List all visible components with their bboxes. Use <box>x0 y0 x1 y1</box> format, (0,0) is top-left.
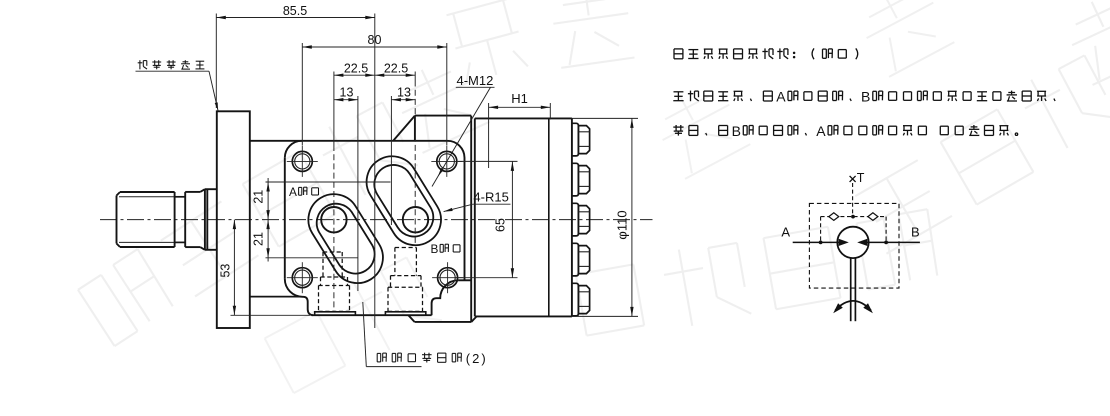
svg-text:): ) <box>481 351 485 366</box>
svg-text:B: B <box>861 89 870 105</box>
svg-text:2: 2 <box>472 351 479 366</box>
svg-text:22.5: 22.5 <box>344 61 368 75</box>
svg-text:H1: H1 <box>511 91 528 106</box>
svg-text:21: 21 <box>252 232 266 246</box>
svg-text:53: 53 <box>218 264 232 278</box>
svg-text:4-R15: 4-R15 <box>473 190 508 205</box>
svg-text:(: ( <box>466 351 471 366</box>
svg-text:4-M12: 4-M12 <box>457 73 494 88</box>
svg-text:80: 80 <box>368 33 382 47</box>
svg-text:A: A <box>776 89 786 105</box>
svg-text:A: A <box>816 123 826 139</box>
svg-text:22.5: 22.5 <box>384 61 408 75</box>
svg-text:85.5: 85.5 <box>283 4 307 18</box>
svg-text:A: A <box>781 225 790 240</box>
svg-text:21: 21 <box>252 190 266 204</box>
svg-text:B: B <box>911 225 920 240</box>
svg-text:13: 13 <box>397 86 411 100</box>
svg-text:T: T <box>857 171 865 185</box>
svg-text:65: 65 <box>493 218 507 232</box>
svg-text:B: B <box>732 123 741 139</box>
svg-text:13: 13 <box>340 86 354 100</box>
svg-text:B: B <box>431 242 439 256</box>
svg-text:A: A <box>289 185 297 199</box>
svg-text:φ110: φ110 <box>615 210 630 239</box>
